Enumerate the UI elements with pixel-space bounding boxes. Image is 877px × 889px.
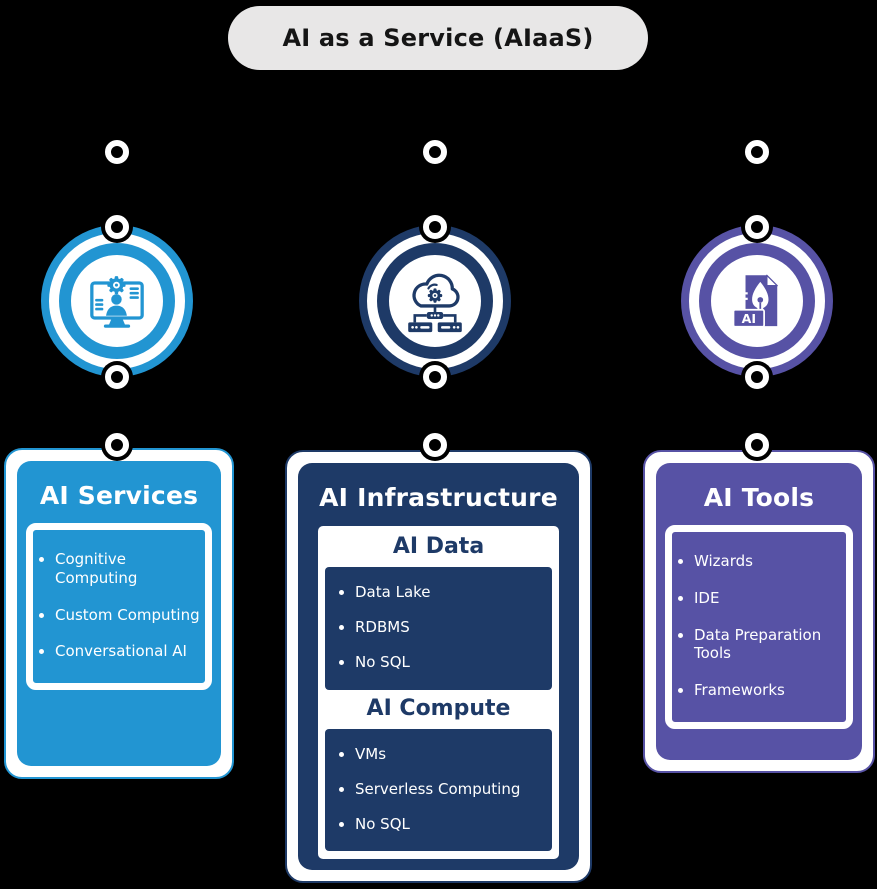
icon-circle-ai-infrastructure — [359, 225, 511, 377]
card-title: AI Tools — [703, 483, 815, 512]
diagram-title: AI as a Service (AIaaS) — [282, 24, 594, 52]
section-heading-ai-compute: AI Compute — [366, 695, 511, 721]
connector-dot — [745, 140, 769, 164]
connector-dot — [105, 140, 129, 164]
card-body: AI Infrastructure AI Data Data Lake RDBM… — [298, 463, 579, 870]
connector-dot — [423, 433, 447, 457]
section-heading-ai-data: AI Data — [392, 534, 485, 559]
bullet-list: Cognitive Computing Custom Computing Con… — [33, 550, 203, 661]
card-ai-tools: AI Tools Wizards IDE Data Preparation To… — [643, 450, 875, 773]
connector-dot — [105, 365, 129, 389]
list-item: Cognitive Computing — [55, 550, 203, 588]
connector-dot — [423, 140, 447, 164]
list-item: No SQL — [355, 653, 550, 672]
card-title: AI Services — [39, 481, 199, 510]
connector-dot — [745, 365, 769, 389]
infrastructure-panel: AI Data Data Lake RDBMS No SQL AI Comput… — [318, 526, 559, 860]
list-item: Data Lake — [355, 583, 550, 602]
cloud-gear-servers-icon — [408, 273, 462, 333]
connector-dot — [423, 215, 447, 239]
icon-circle-inner: AI — [699, 243, 815, 359]
card-body: AI Services Cognitive Computing Custom C… — [17, 461, 221, 766]
connector-dot — [423, 365, 447, 389]
card-body: AI Tools Wizards IDE Data Preparation To… — [656, 463, 862, 760]
icon-circle-inner — [377, 243, 493, 359]
card-title: AI Infrastructure — [319, 483, 558, 512]
ai-document-pen-icon: AI — [732, 274, 778, 328]
icon-circle-ai-services — [41, 225, 193, 377]
connector-dot — [745, 215, 769, 239]
bullet-list: Data Lake RDBMS No SQL — [333, 583, 550, 671]
icon-circle-ai-tools: AI — [681, 225, 833, 377]
list-item: Frameworks — [694, 681, 844, 700]
section-box-ai-data: Data Lake RDBMS No SQL — [325, 567, 552, 690]
list-item: No SQL — [355, 815, 550, 834]
list-item: Wizards — [694, 552, 844, 571]
list-item: Custom Computing — [55, 606, 203, 625]
icon-circle-inner — [59, 243, 175, 359]
connector-dot — [745, 433, 769, 457]
section-box-ai-compute: VMs Serverless Computing No SQL — [325, 729, 552, 852]
list-item: IDE — [694, 589, 844, 608]
list-item: VMs — [355, 745, 550, 764]
monitor-person-gear-icon — [90, 276, 144, 328]
bullet-list: Wizards IDE Data Preparation Tools Frame… — [672, 552, 844, 700]
list-item: RDBMS — [355, 618, 550, 637]
bullet-frame: Wizards IDE Data Preparation Tools Frame… — [665, 525, 853, 729]
connector-dot — [105, 433, 129, 457]
list-item: Data Preparation Tools — [694, 626, 844, 664]
connector-dot — [105, 215, 129, 239]
header-pill: AI as a Service (AIaaS) — [228, 6, 648, 70]
bullet-frame: Cognitive Computing Custom Computing Con… — [26, 523, 212, 690]
bullet-list: VMs Serverless Computing No SQL — [333, 745, 550, 833]
list-item: Serverless Computing — [355, 780, 550, 799]
list-item: Conversational AI — [55, 642, 203, 661]
card-ai-infrastructure: AI Infrastructure AI Data Data Lake RDBM… — [285, 450, 592, 883]
ai-label-text: AI — [742, 311, 756, 326]
card-ai-services: AI Services Cognitive Computing Custom C… — [4, 448, 234, 779]
